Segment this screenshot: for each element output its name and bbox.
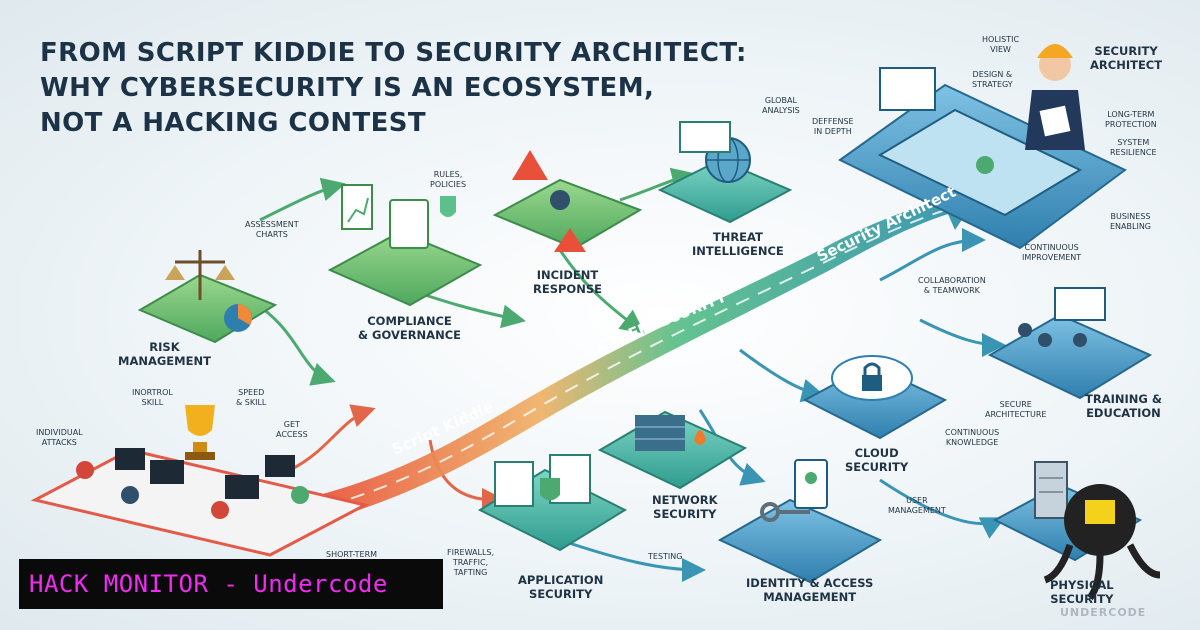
connector-incident	[558, 249, 645, 334]
path-ribbon	[300, 185, 985, 525]
note-rules-policies: RULES,POLICIES	[430, 170, 467, 189]
key-icon	[760, 459, 828, 522]
connector-testing	[559, 538, 706, 582]
platform-icons	[76, 44, 1161, 601]
platform-threat	[657, 158, 793, 224]
training-icon	[1018, 287, 1106, 347]
platform-incident	[492, 178, 643, 250]
note-short-term: SHORT-TERM	[326, 550, 378, 559]
title-line-2: WHY CYBERSECURITY IS AN ECOSYSTEM,	[40, 73, 655, 103]
architect-person-icon	[1025, 44, 1085, 150]
connector-physical	[879, 478, 1006, 539]
page-title: FROM SCRIPT KIDDIE TO SECURITY ARCHITECT…	[40, 36, 747, 141]
platform-training	[987, 313, 1153, 400]
connector-getaccess	[289, 404, 376, 472]
hacker-desks-icon	[76, 448, 309, 519]
connector-training	[919, 318, 1006, 357]
label-training-education: TRAINING &EDUCATION	[1085, 392, 1162, 420]
watermark-text: UNDERCODE	[1060, 606, 1147, 619]
title-line-3: NOT A HACKING CONTEST	[40, 108, 427, 138]
platform-risk	[137, 273, 278, 344]
note-design-strategy: DESIGN &STRATEGY	[972, 70, 1013, 89]
cloud-lock-icon	[831, 355, 913, 401]
connector-assessment	[259, 177, 346, 222]
connector-threat	[619, 167, 696, 202]
platform-script-kiddie	[30, 448, 370, 557]
label-compliance-governance: COMPLIANCE& GOVERNANCE	[358, 314, 461, 342]
main-path	[300, 185, 985, 525]
banner-text: HACK MONITOR - Undercode	[29, 570, 388, 598]
scale-icon	[165, 250, 252, 332]
app-shield-icon	[494, 454, 591, 507]
connector-cloud	[739, 348, 826, 403]
trophy-icon	[185, 405, 215, 460]
firewall-icon	[635, 415, 706, 451]
note-firewalls-traffic: FIREWALLS,TRAFFIC,TAFTING	[447, 548, 495, 577]
path-dashes	[304, 209, 946, 513]
server-icon	[1034, 461, 1068, 519]
warning-icon	[512, 150, 586, 252]
note-speed-skill: SPEED& SKILL	[236, 388, 267, 407]
connector-business	[879, 228, 986, 282]
title-line-1: FROM SCRIPT KIDDIE TO SECURITY ARCHITECT…	[40, 38, 747, 68]
note-collaboration-teamwork: COLLABORATION& TEAMWORK	[918, 276, 986, 295]
hack-monitor-banner: HACK MONITOR - Undercode	[19, 559, 443, 609]
octopus-logo-icon	[1043, 484, 1161, 601]
path-label-end: Security Architect	[814, 183, 959, 266]
note-testing: TESTING	[648, 552, 683, 561]
blueprint-screen-icon	[877, 67, 1083, 217]
platform-identity	[717, 498, 883, 584]
globe-icon	[679, 121, 751, 183]
clipboard-icon	[341, 184, 456, 249]
platform-compliance	[327, 230, 483, 307]
